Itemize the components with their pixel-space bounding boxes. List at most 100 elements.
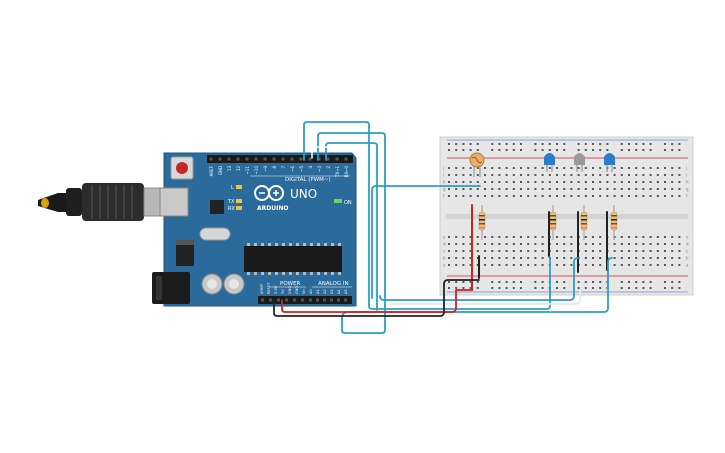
breadboard-hole[interactable] (455, 236, 458, 238)
breadboard-hole[interactable] (563, 181, 566, 183)
rail-hole[interactable] (469, 143, 472, 145)
breadboard-hole[interactable] (476, 243, 479, 245)
rail-hole[interactable] (563, 287, 566, 289)
rail-hole[interactable] (541, 143, 544, 145)
breadboard-hole[interactable] (498, 243, 501, 245)
breadboard-hole[interactable] (556, 167, 558, 169)
breadboard-hole[interactable] (613, 243, 616, 245)
breadboard-hole[interactable] (527, 181, 530, 183)
rail-hole[interactable] (563, 281, 566, 283)
breadboard-hole[interactable] (599, 243, 602, 245)
breadboard-hole[interactable] (671, 250, 674, 252)
rail-hole[interactable] (491, 149, 494, 151)
rail-hole[interactable] (649, 143, 652, 145)
breadboard-hole[interactable] (448, 174, 450, 176)
breadboard-hole[interactable] (599, 167, 602, 169)
analog-pin-hole[interactable] (309, 298, 312, 302)
rail-hole[interactable] (664, 287, 666, 289)
breadboard-hole[interactable] (484, 167, 486, 169)
breadboard-hole[interactable] (649, 236, 652, 238)
breadboard-hole[interactable] (556, 181, 558, 183)
breadboard-hole[interactable] (678, 243, 681, 245)
wire-white[interactable] (311, 146, 361, 159)
breadboard-hole[interactable] (599, 188, 602, 190)
rail-hole[interactable] (592, 149, 594, 151)
breadboard-hole[interactable] (563, 243, 566, 245)
breadboard-hole[interactable] (642, 257, 645, 259)
breadboard-hole[interactable] (512, 188, 515, 190)
breadboard-hole[interactable] (469, 264, 472, 266)
breadboard-hole[interactable] (476, 181, 479, 183)
rail-hole[interactable] (476, 281, 479, 283)
wire-black-gnd[interactable] (273, 279, 480, 317)
breadboard-hole[interactable] (541, 181, 544, 183)
rail-hole[interactable] (455, 143, 458, 145)
breadboard-hole[interactable] (534, 250, 537, 252)
breadboard-hole[interactable] (671, 236, 674, 238)
breadboard-hole[interactable] (476, 250, 479, 252)
breadboard-hole[interactable] (520, 188, 522, 190)
breadboard-hole[interactable] (448, 257, 450, 259)
breadboard-hole[interactable] (505, 174, 508, 176)
rail-hole[interactable] (534, 149, 537, 151)
breadboard-hole[interactable] (491, 188, 494, 190)
rail-hole[interactable] (534, 281, 537, 283)
breadboard-hole[interactable] (448, 264, 450, 266)
digital-pin-hole[interactable] (281, 157, 285, 161)
breadboard-hole[interactable] (577, 195, 580, 197)
breadboard-hole[interactable] (649, 264, 652, 266)
breadboard-hole[interactable] (649, 174, 652, 176)
breadboard-hole[interactable] (592, 181, 594, 183)
breadboard-hole[interactable] (498, 174, 501, 176)
rail-hole[interactable] (678, 149, 681, 151)
breadboard-hole[interactable] (448, 195, 450, 197)
breadboard-hole[interactable] (656, 250, 659, 252)
rail-hole[interactable] (455, 287, 458, 289)
analog-pin-hole[interactable] (316, 298, 319, 302)
rail-hole[interactable] (448, 149, 450, 151)
breadboard-hole[interactable] (671, 167, 674, 169)
rail-hole[interactable] (541, 149, 544, 151)
breadboard-hole[interactable] (512, 243, 515, 245)
breadboard-hole[interactable] (505, 243, 508, 245)
breadboard-hole[interactable] (592, 167, 594, 169)
breadboard-hole[interactable] (606, 181, 609, 183)
breadboard-hole[interactable] (671, 195, 674, 197)
breadboard-hole[interactable] (570, 264, 573, 266)
breadboard-hole[interactable] (491, 250, 494, 252)
breadboard-hole[interactable] (678, 264, 681, 266)
breadboard-hole[interactable] (527, 264, 530, 266)
rail-hole[interactable] (520, 143, 522, 145)
breadboard-hole[interactable] (548, 188, 551, 190)
rail-hole[interactable] (520, 287, 522, 289)
breadboard-hole[interactable] (628, 167, 630, 169)
breadboard-hole[interactable] (541, 243, 544, 245)
breadboard-hole[interactable] (520, 181, 522, 183)
rail-hole[interactable] (620, 149, 623, 151)
rail-hole[interactable] (491, 287, 494, 289)
breadboard-hole[interactable] (606, 174, 609, 176)
breadboard-hole[interactable] (534, 195, 537, 197)
rail-hole[interactable] (628, 149, 630, 151)
rail-hole[interactable] (556, 149, 558, 151)
breadboard-hole[interactable] (462, 257, 465, 259)
breadboard-hole[interactable] (484, 257, 486, 259)
breadboard-hole[interactable] (520, 257, 522, 259)
digital-pin-hole[interactable] (254, 157, 258, 161)
breadboard-hole[interactable] (656, 174, 659, 176)
rail-hole[interactable] (577, 287, 580, 289)
breadboard-hole[interactable] (664, 195, 666, 197)
breadboard-hole[interactable] (548, 174, 551, 176)
breadboard-hole[interactable] (469, 174, 472, 176)
breadboard-hole[interactable] (448, 188, 450, 190)
breadboard-hole[interactable] (620, 264, 623, 266)
breadboard-hole[interactable] (656, 264, 659, 266)
breadboard-hole[interactable] (556, 188, 558, 190)
breadboard-hole[interactable] (620, 188, 623, 190)
rail-hole[interactable] (534, 143, 537, 145)
breadboard-hole[interactable] (491, 167, 494, 169)
rail-hole[interactable] (649, 149, 652, 151)
rail-hole[interactable] (592, 281, 594, 283)
breadboard-hole[interactable] (455, 174, 458, 176)
